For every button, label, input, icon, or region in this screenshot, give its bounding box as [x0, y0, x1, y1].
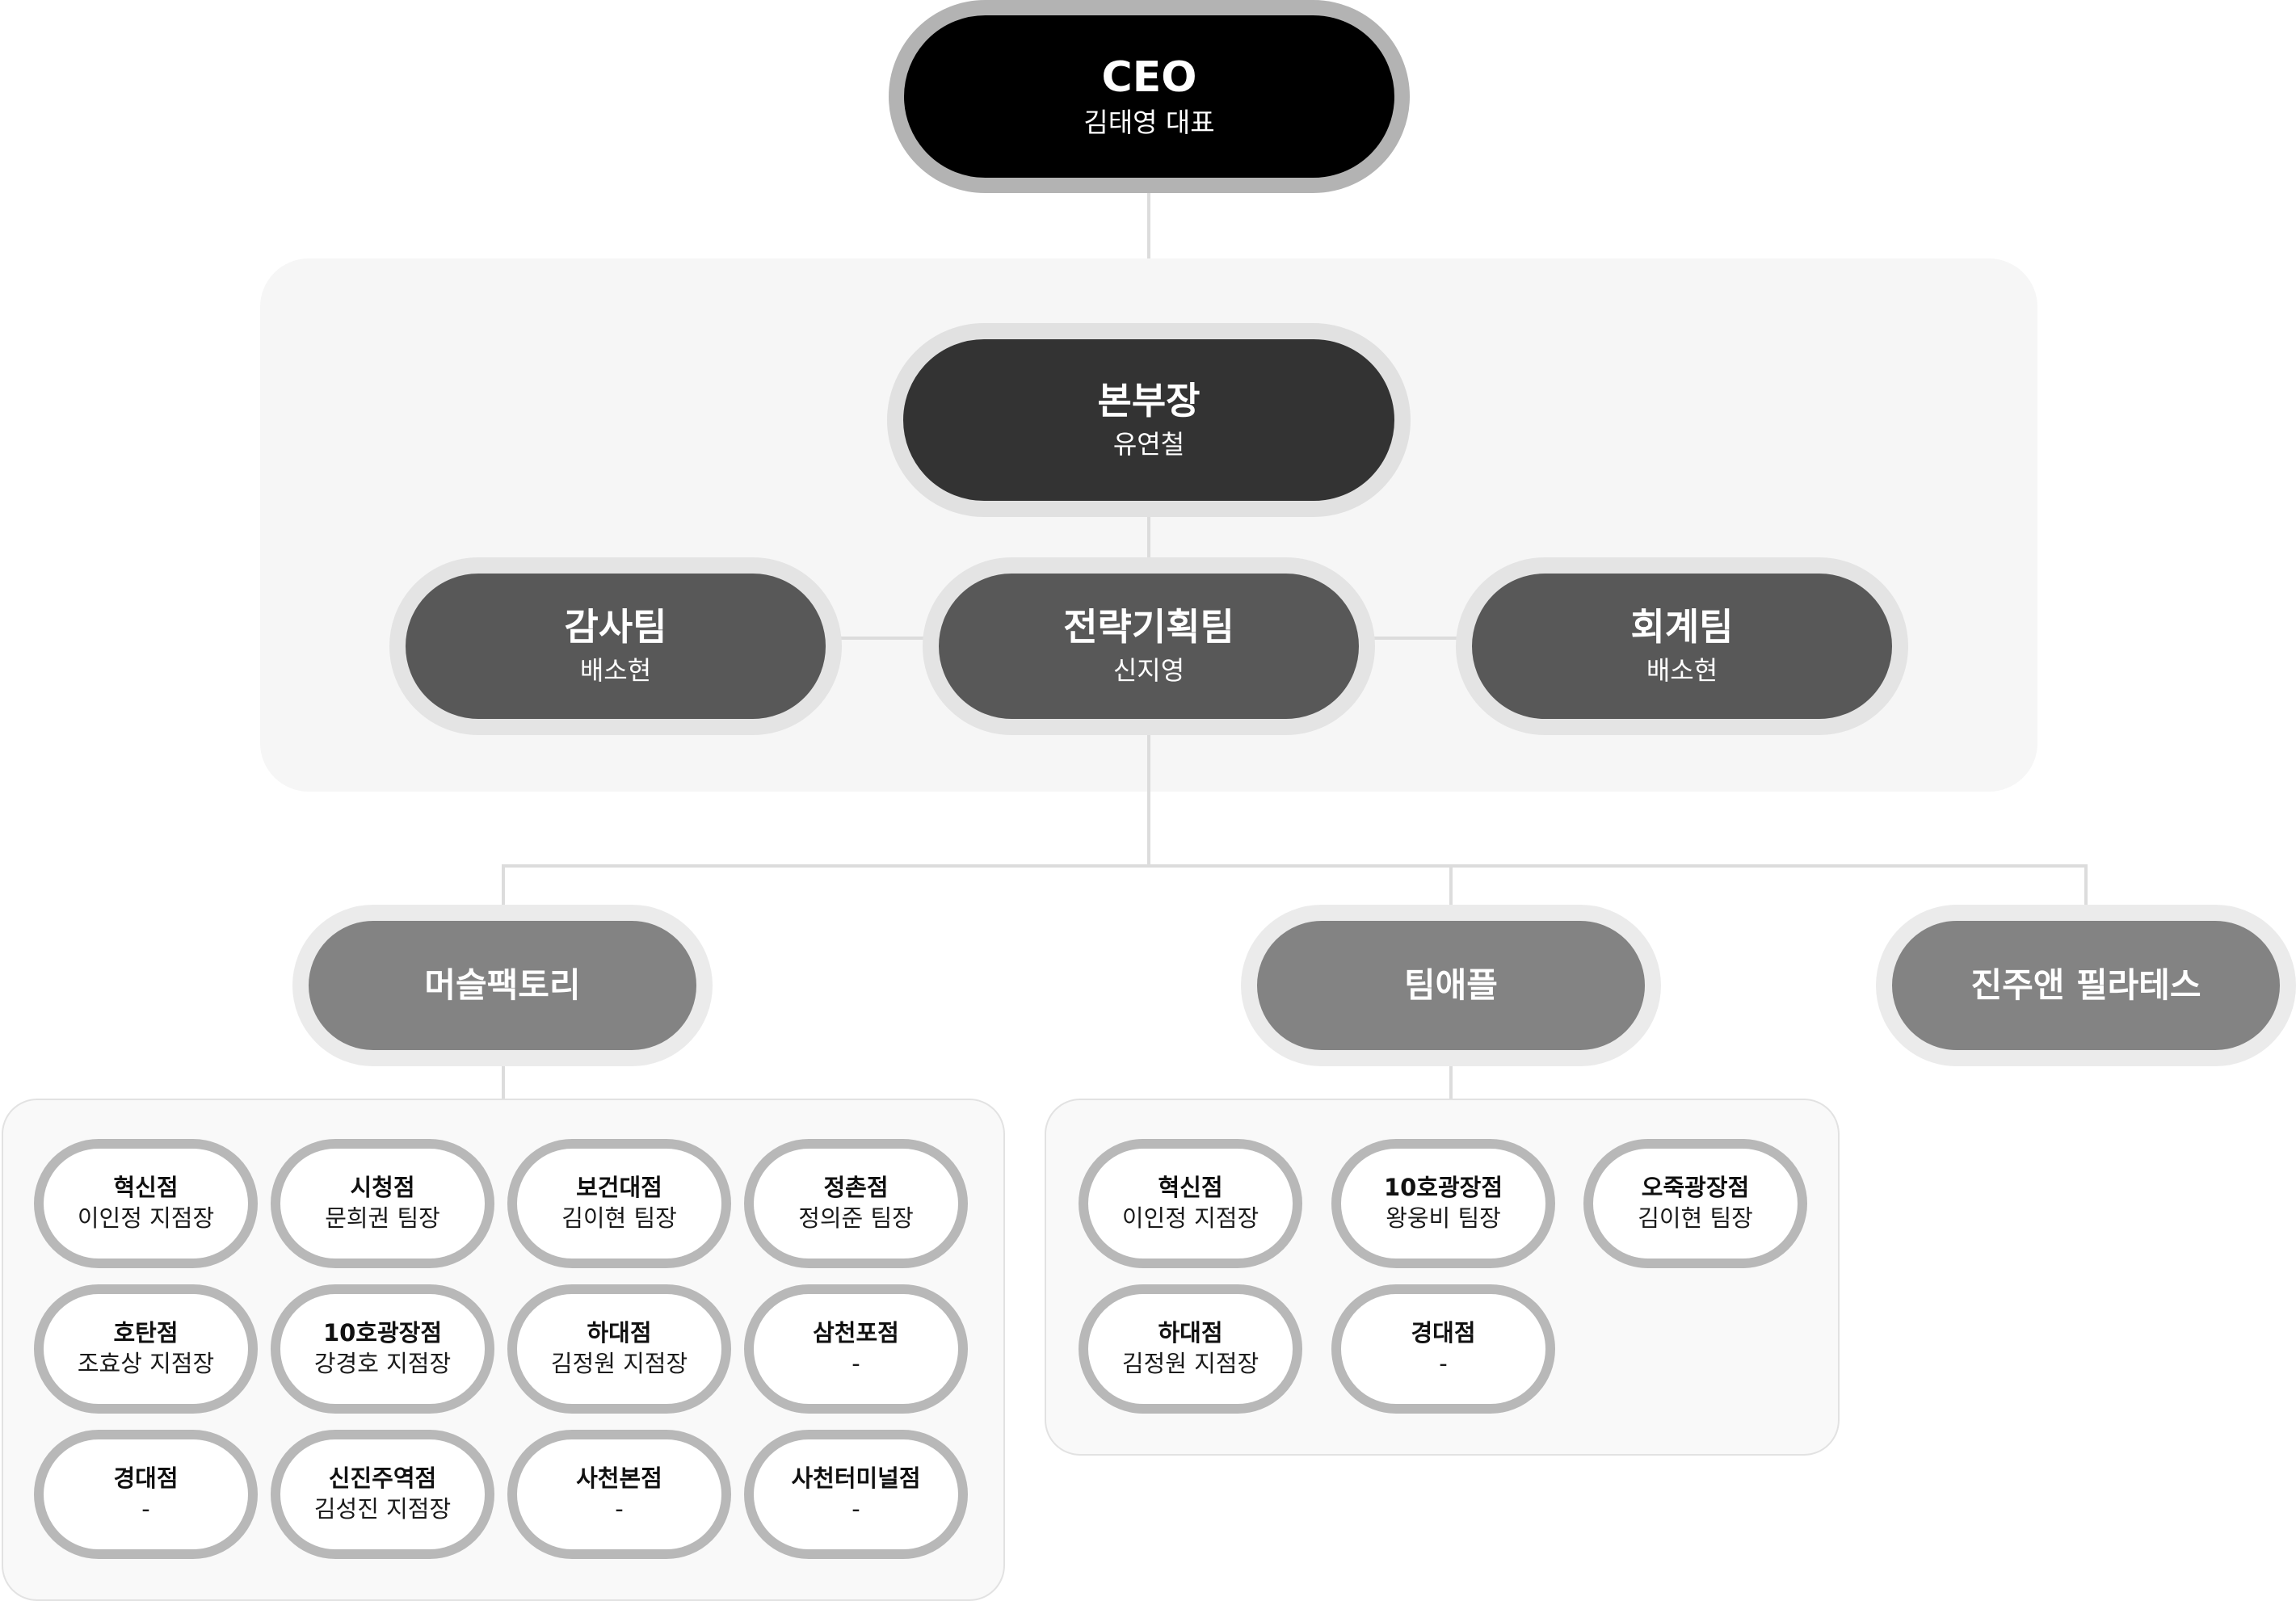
ceo-name: 김태영 대표 — [1083, 107, 1215, 139]
branch-pill[interactable]: 삼천포점 - — [744, 1284, 968, 1414]
brand-node-musclefactory[interactable]: 머슬팩토리 — [292, 905, 713, 1066]
branch-manager: - — [141, 1494, 150, 1523]
branch-pill[interactable]: 하대점 김정원 지점장 — [1079, 1284, 1302, 1414]
brand-node-jinjuand-pilates[interactable]: 진주앤 필라테스 — [1876, 905, 2296, 1066]
branch-manager: - — [615, 1494, 624, 1523]
branch-manager: 왕웅비 팀장 — [1386, 1204, 1501, 1232]
branch-name: 삼천포점 — [813, 1319, 899, 1347]
branch-name: 혁신점 — [113, 1174, 179, 1202]
branch-manager: 조효상 지점장 — [77, 1349, 215, 1377]
branch-name: 경대점 — [1411, 1319, 1476, 1347]
branch-name: 시청점 — [350, 1174, 415, 1202]
branch-pill[interactable]: 10호광장점 왕웅비 팀장 — [1331, 1139, 1555, 1268]
branch-manager: - — [852, 1349, 860, 1377]
branch-pill[interactable]: 10호광장점 강경호 지점장 — [271, 1284, 494, 1414]
branch-name: 10호광장점 — [322, 1319, 443, 1347]
branch-name: 보건대점 — [576, 1174, 662, 1202]
branch-pill[interactable]: 신진주역점 김성진 지점장 — [271, 1430, 494, 1559]
branch-pill[interactable]: 정촌점 정의준 팀장 — [744, 1139, 968, 1268]
branch-pill[interactable]: 사천터미널점 - — [744, 1430, 968, 1559]
brand-title: 진주앤 필라테스 — [1970, 964, 2201, 1005]
brand-title: 팀애플 — [1404, 964, 1498, 1005]
team-node-audit[interactable]: 감사팀 배소현 — [389, 557, 842, 735]
branch-name: 하대점 — [1158, 1319, 1223, 1347]
branch-name: 신진주역점 — [328, 1464, 437, 1493]
branch-manager: 김성진 지점장 — [313, 1494, 452, 1523]
branch-manager: 김정원 지점장 — [1121, 1349, 1259, 1377]
branch-name: 오죽광장점 — [1641, 1174, 1750, 1202]
branch-pill[interactable]: 오죽광장점 김이현 팀장 — [1583, 1139, 1807, 1268]
team-node-strategy[interactable]: 전략기획팀 신지영 — [923, 557, 1375, 735]
branch-name: 하대점 — [587, 1319, 652, 1347]
connector-strategy-accounting — [1357, 637, 1472, 640]
hq-head-name: 유연철 — [1112, 428, 1185, 460]
branch-pill[interactable]: 하대점 김정원 지점장 — [507, 1284, 731, 1414]
connector-audit-strategy — [825, 637, 940, 640]
branch-manager: 강경호 지점장 — [313, 1349, 452, 1377]
team-lead-name: 배소현 — [579, 654, 652, 686]
brand-title: 머슬팩토리 — [424, 964, 581, 1005]
branch-pill[interactable]: 혁신점 이인정 지점장 — [1079, 1139, 1302, 1268]
branch-pill[interactable]: 보건대점 김이현 팀장 — [507, 1139, 731, 1268]
connector-brand-jinjuand — [2084, 864, 2088, 922]
connector-brands-horizontal — [502, 864, 2088, 868]
team-title: 전략기획팀 — [1063, 604, 1234, 649]
branch-manager: 정의준 팀장 — [798, 1204, 914, 1232]
branch-manager: 김정원 지점장 — [550, 1349, 688, 1377]
ceo-title: CEO — [1101, 53, 1197, 102]
branch-pill[interactable]: 경대점 - — [34, 1430, 258, 1559]
branch-name: 10호광장점 — [1383, 1174, 1503, 1202]
team-title: 회계팀 — [1630, 604, 1734, 649]
connector-strategy-down — [1147, 719, 1150, 868]
branch-pill[interactable]: 호탄점 조효상 지점장 — [34, 1284, 258, 1414]
branch-name: 사천본점 — [576, 1464, 662, 1493]
branch-name: 정촌점 — [823, 1174, 889, 1202]
branch-pill[interactable]: 경대점 - — [1331, 1284, 1555, 1414]
branch-name: 경대점 — [113, 1464, 179, 1493]
team-lead-name: 신지영 — [1112, 654, 1185, 686]
branch-manager: 이인정 지점장 — [1121, 1204, 1259, 1232]
branch-manager: - — [852, 1494, 860, 1523]
hq-head-node[interactable]: 본부장 유연철 — [887, 323, 1411, 517]
branch-name: 사천터미널점 — [791, 1464, 921, 1493]
branch-name: 호탄점 — [113, 1319, 179, 1347]
connector-hq-strategy — [1147, 485, 1150, 574]
branch-pill[interactable]: 시청점 문희권 팀장 — [271, 1139, 494, 1268]
ceo-node[interactable]: CEO 김태영 대표 — [889, 0, 1410, 193]
brand-node-teamapple[interactable]: 팀애플 — [1241, 905, 1661, 1066]
team-lead-name: 배소현 — [1646, 654, 1718, 686]
branch-name: 혁신점 — [1158, 1174, 1223, 1202]
branch-manager: 김이현 팀장 — [1638, 1204, 1753, 1232]
branch-manager: 이인정 지점장 — [77, 1204, 215, 1232]
branch-manager: - — [1439, 1349, 1448, 1377]
team-node-accounting[interactable]: 회계팀 배소현 — [1456, 557, 1908, 735]
team-title: 감사팀 — [564, 604, 667, 649]
branch-manager: 문희권 팀장 — [325, 1204, 440, 1232]
hq-head-title: 본부장 — [1097, 378, 1201, 422]
branch-manager: 김이현 팀장 — [561, 1204, 677, 1232]
branch-pill[interactable]: 혁신점 이인정 지점장 — [34, 1139, 258, 1268]
branch-pill[interactable]: 사천본점 - — [507, 1430, 731, 1559]
